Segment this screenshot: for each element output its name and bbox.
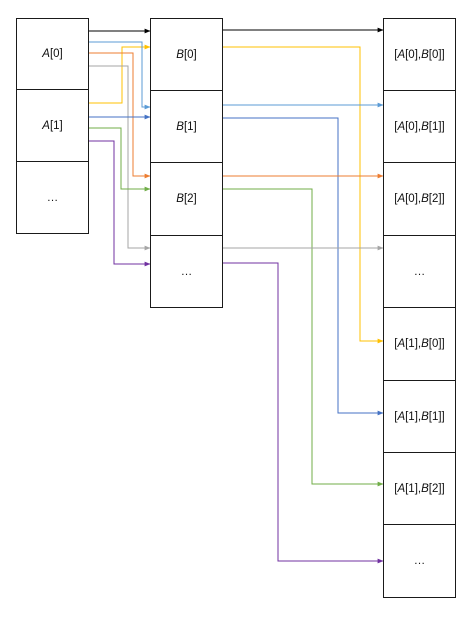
arrow-b2-p6-green (222, 188, 384, 487)
pair-cell-2: [A[0], B[2]] (383, 162, 456, 236)
array-b-index: [2] (183, 193, 197, 205)
array-a-cell-1: A[1] (16, 89, 89, 162)
arrow-a0-bn-gray (89, 65, 151, 251)
pair-b-index: [1]] (428, 410, 445, 423)
pair-a-label: A (397, 410, 406, 423)
array-b-cell-ellipsis: … (150, 235, 223, 308)
pair-cell-0: [A[0], B[0]] (383, 18, 456, 91)
array-b-index: [1] (183, 120, 197, 133)
pair-a-label: A (397, 48, 406, 61)
array-a-index: [1] (49, 119, 63, 132)
array-b-label: B (176, 120, 184, 133)
pair-b-index: [0]] (428, 48, 445, 61)
pair-a-label: A (397, 482, 406, 495)
array-b-label: B (176, 48, 184, 61)
arrow-bn-p7-purple (222, 262, 384, 564)
pair-a-index: [0], (405, 193, 422, 205)
pair-b-index: [0]] (428, 338, 445, 350)
arrow-a1-bn-purple (89, 140, 151, 267)
array-a-cell-0: A[0] (16, 18, 89, 90)
pair-cell-ellipsis-1: … (383, 235, 456, 308)
pair-cell-4: [A[1], B[0]] (383, 307, 456, 381)
arrow-a0-b2-orange (89, 52, 151, 179)
pair-a-label: A (397, 193, 406, 205)
pair-b-index: [2]] (428, 193, 445, 205)
arrow-b1-p5-darkblue (222, 117, 384, 416)
ellipsis: … (413, 555, 426, 567)
array-b-cell-2: B[2] (150, 162, 223, 236)
arrow-a1-b2-green (89, 127, 151, 192)
pair-cell-1: [A[0], B[1]] (383, 90, 456, 163)
pair-cell-5: [A[1], B[1]] (383, 380, 456, 453)
pair-cell-6: [A[1], B[2]] (383, 452, 456, 525)
pair-b-index: [1]] (428, 120, 445, 133)
arrow-a1-b0-yellow (89, 44, 151, 104)
pair-cell-ellipsis-2: … (383, 524, 456, 598)
pair-b-label: B (421, 48, 429, 61)
arrow-a0-b1-blue (89, 41, 151, 110)
array-b-label: B (176, 193, 184, 205)
array-a-cell-ellipsis: … (16, 161, 89, 234)
array-a-label: A (42, 48, 50, 60)
pair-a-label: A (397, 338, 406, 350)
pair-b-index: [2]] (428, 482, 445, 495)
array-b-index: [0] (183, 48, 197, 61)
array-a-index: [0] (49, 48, 63, 60)
pair-b-label: B (421, 193, 429, 205)
pair-b-label: B (421, 410, 429, 423)
array-b-cell-1: B[1] (150, 90, 223, 163)
pair-a-index: [1], (405, 338, 422, 350)
ellipsis: … (46, 191, 59, 204)
array-b-cell-0: B[0] (150, 18, 223, 91)
pair-b-label: B (421, 338, 429, 350)
ellipsis: … (180, 265, 193, 278)
pair-a-index: [0], (405, 120, 422, 133)
ellipsis: … (413, 265, 426, 278)
pair-a-index: [1], (405, 482, 422, 495)
pair-a-index: [0], (405, 48, 422, 61)
pair-a-index: [1], (405, 410, 422, 423)
pair-b-label: B (421, 482, 429, 495)
pair-b-label: B (421, 120, 429, 133)
pair-a-label: A (397, 120, 406, 133)
array-a-label: A (42, 119, 50, 132)
arrow-b0-p4-yellow (222, 46, 384, 344)
